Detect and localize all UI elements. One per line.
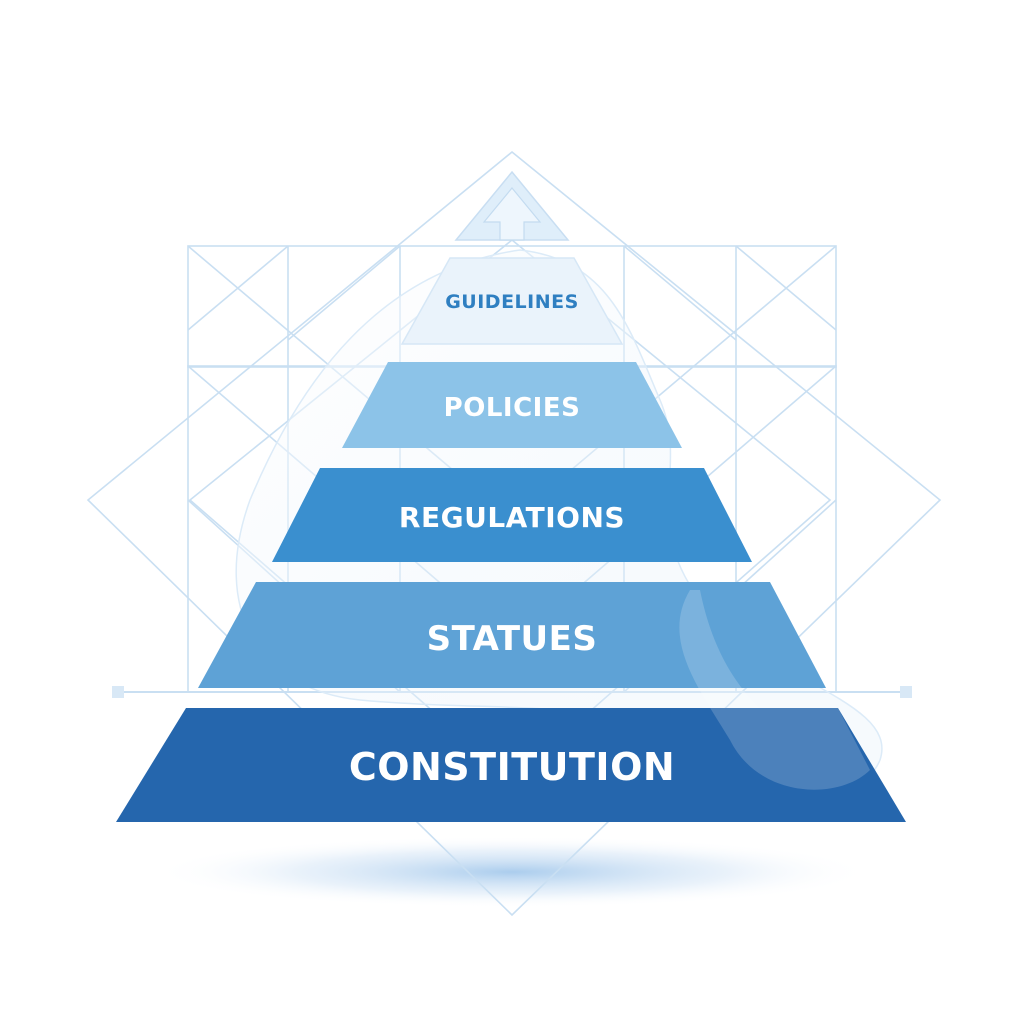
swoosh-overlay [679, 590, 870, 790]
floor-shadow [152, 836, 872, 908]
apex [454, 170, 570, 241]
up-arrow-icon [482, 187, 542, 241]
tier-guidelines-label: GUIDELINES [445, 291, 579, 313]
tier-statues: STATUES [198, 582, 826, 688]
tier-regulations-label: REGULATIONS [399, 501, 625, 534]
tier-regulations: REGULATIONS [272, 468, 752, 562]
tier-guidelines: GUIDELINES [400, 257, 624, 345]
tier-policies-label: POLICIES [444, 393, 581, 423]
tier-constitution: CONSTITUTION [116, 708, 906, 822]
tier-constitution-label: CONSTITUTION [349, 745, 675, 789]
tier-statues-label: STATUES [427, 619, 598, 659]
tier-policies: POLICIES [342, 362, 682, 448]
baseline-marker-right [900, 686, 912, 698]
baseline-marker-left [112, 686, 124, 698]
